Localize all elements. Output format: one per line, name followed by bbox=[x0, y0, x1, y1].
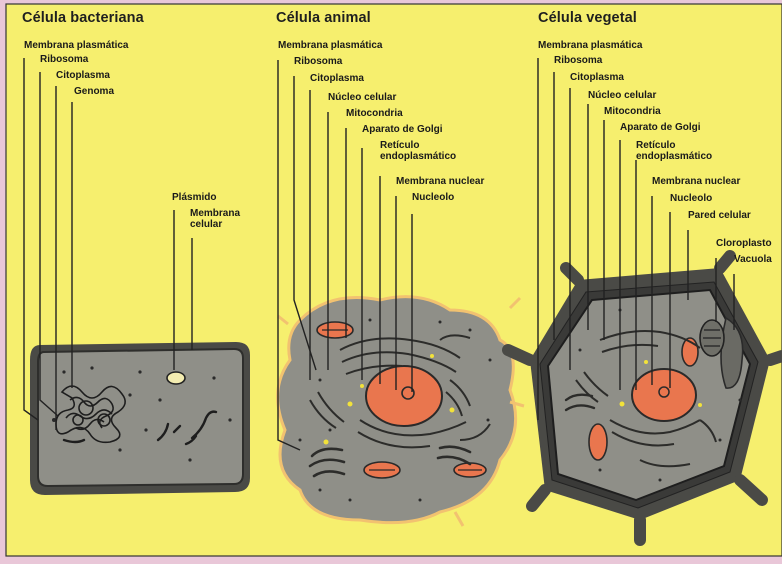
bacterial-label-genoma: Genoma bbox=[74, 86, 114, 97]
plant-label-cloroplasto: Cloroplasto bbox=[716, 238, 782, 249]
bacterial-plasmid bbox=[167, 372, 185, 384]
animal-label-nucleolo: Nucleolo bbox=[412, 192, 454, 203]
animal-nucleus bbox=[366, 366, 442, 426]
animal-cell-title: Célula animal bbox=[276, 10, 371, 26]
plant-label-vacuola: Vacuola bbox=[734, 254, 782, 265]
plant-cell-title: Célula vegetal bbox=[538, 10, 637, 26]
plant-label-aparato-de-golgi: Aparato de Golgi bbox=[620, 122, 701, 133]
bacterial-cell bbox=[30, 342, 250, 495]
bacterial-label-membrana-plasmatica: Membrana plasmática bbox=[24, 40, 129, 51]
plant-label-nucleo-celular: Núcleo celular bbox=[588, 90, 656, 101]
animal-label-citoplasma: Citoplasma bbox=[310, 73, 364, 84]
animal-label-mitocondria: Mitocondria bbox=[346, 108, 403, 119]
plant-label-membrana-plasmatica: Membrana plasmática bbox=[538, 40, 643, 51]
animal-label-nucleo-celular: Núcleo celular bbox=[328, 92, 396, 103]
bacterial-label-citoplasma: Citoplasma bbox=[56, 70, 110, 81]
plant-label-membrana-nuclear: Membrana nuclear bbox=[652, 176, 740, 187]
animal-label-membrana-nuclear: Membrana nuclear bbox=[396, 176, 484, 187]
bacterial-label-plasmido: Plásmido bbox=[172, 192, 216, 203]
animal-label-reticulo-endoplasmatico: Retículo endoplasmático bbox=[380, 140, 490, 162]
bacterial-label-ribosoma: Ribosoma bbox=[40, 54, 88, 65]
plant-label-ribosoma: Ribosoma bbox=[554, 55, 602, 66]
plant-label-mitocondria: Mitocondria bbox=[604, 106, 661, 117]
plant-label-reticulo-endoplasmatico: Retículo endoplasmático bbox=[636, 140, 746, 162]
plant-label-nucleolo: Nucleolo bbox=[670, 193, 712, 204]
animal-label-ribosoma: Ribosoma bbox=[294, 56, 342, 67]
plant-label-pared-celular: Pared celular bbox=[688, 210, 751, 221]
bacterial-cytoplasm bbox=[38, 349, 243, 486]
animal-label-aparato-de-golgi: Aparato de Golgi bbox=[362, 124, 443, 135]
plant-label-citoplasma: Citoplasma bbox=[570, 72, 624, 83]
animal-label-membrana-plasmatica: Membrana plasmática bbox=[278, 40, 383, 51]
bacterial-cell-title: Célula bacteriana bbox=[22, 10, 144, 26]
bacterial-label-membrana-celular: Membrana celular bbox=[190, 208, 252, 230]
plant-nucleus bbox=[632, 369, 696, 421]
